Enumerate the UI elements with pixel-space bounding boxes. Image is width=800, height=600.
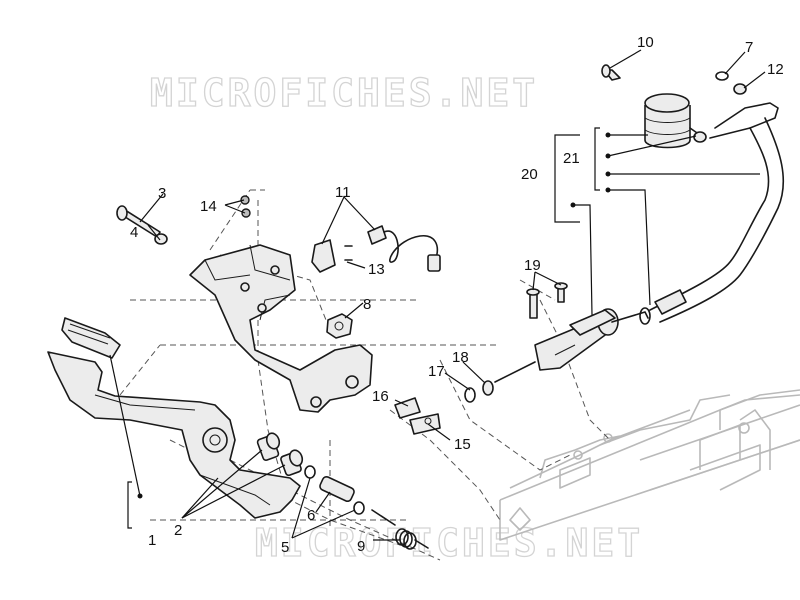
- brake-light-switch: [311, 225, 441, 273]
- bracket-screws: [240, 195, 251, 218]
- watermark-bottom: MICROFICHES.NET: [255, 521, 643, 565]
- group-bracket-1: [109, 354, 143, 529]
- callout-9: 9: [357, 538, 365, 555]
- callout-2: 2: [174, 522, 182, 539]
- callouts: 1 2 3 4 5 6 7 8 9 10 11 12 13 14 15 16 1…: [130, 34, 784, 556]
- nut: [326, 313, 353, 339]
- callout-17: 17: [428, 363, 445, 380]
- callout-16: 16: [372, 388, 389, 405]
- callout-15: 15: [454, 436, 471, 453]
- pedal-bushings: [256, 432, 365, 515]
- callout-14: 14: [200, 198, 217, 215]
- callout-7: 7: [745, 39, 753, 56]
- callout-5: 5: [281, 539, 289, 556]
- callout-13: 13: [368, 261, 385, 278]
- vehicle-frame: [499, 389, 800, 541]
- return-spring: [371, 509, 429, 550]
- callout-8: 8: [363, 296, 371, 313]
- pedal-mounting-bracket: [189, 244, 373, 413]
- brake-hose: [639, 102, 785, 325]
- callout-3: 3: [158, 185, 166, 202]
- mounting-bolts: [526, 282, 568, 319]
- callout-10: 10: [637, 34, 654, 51]
- callout-18: 18: [452, 349, 469, 366]
- callout-19: 19: [524, 257, 541, 274]
- pushrod-washers: [464, 380, 494, 403]
- master-cylinder: [494, 308, 649, 383]
- group-bracket-20: [554, 127, 760, 316]
- fluid-reservoir: [644, 93, 707, 149]
- pivot-bolt: [116, 205, 168, 245]
- callout-12: 12: [767, 61, 784, 78]
- callout-6: 6: [307, 507, 315, 524]
- brake-pedal: [47, 317, 301, 519]
- callout-1: 1: [148, 532, 156, 549]
- callout-21: 21: [563, 150, 580, 167]
- callout-20: 20: [521, 166, 538, 183]
- leader-lines: [139, 49, 766, 541]
- watermark-top: MICROFICHES.NET: [150, 71, 538, 115]
- callout-4: 4: [130, 224, 138, 241]
- callout-11: 11: [335, 184, 351, 201]
- reservoir-hardware: [601, 64, 747, 95]
